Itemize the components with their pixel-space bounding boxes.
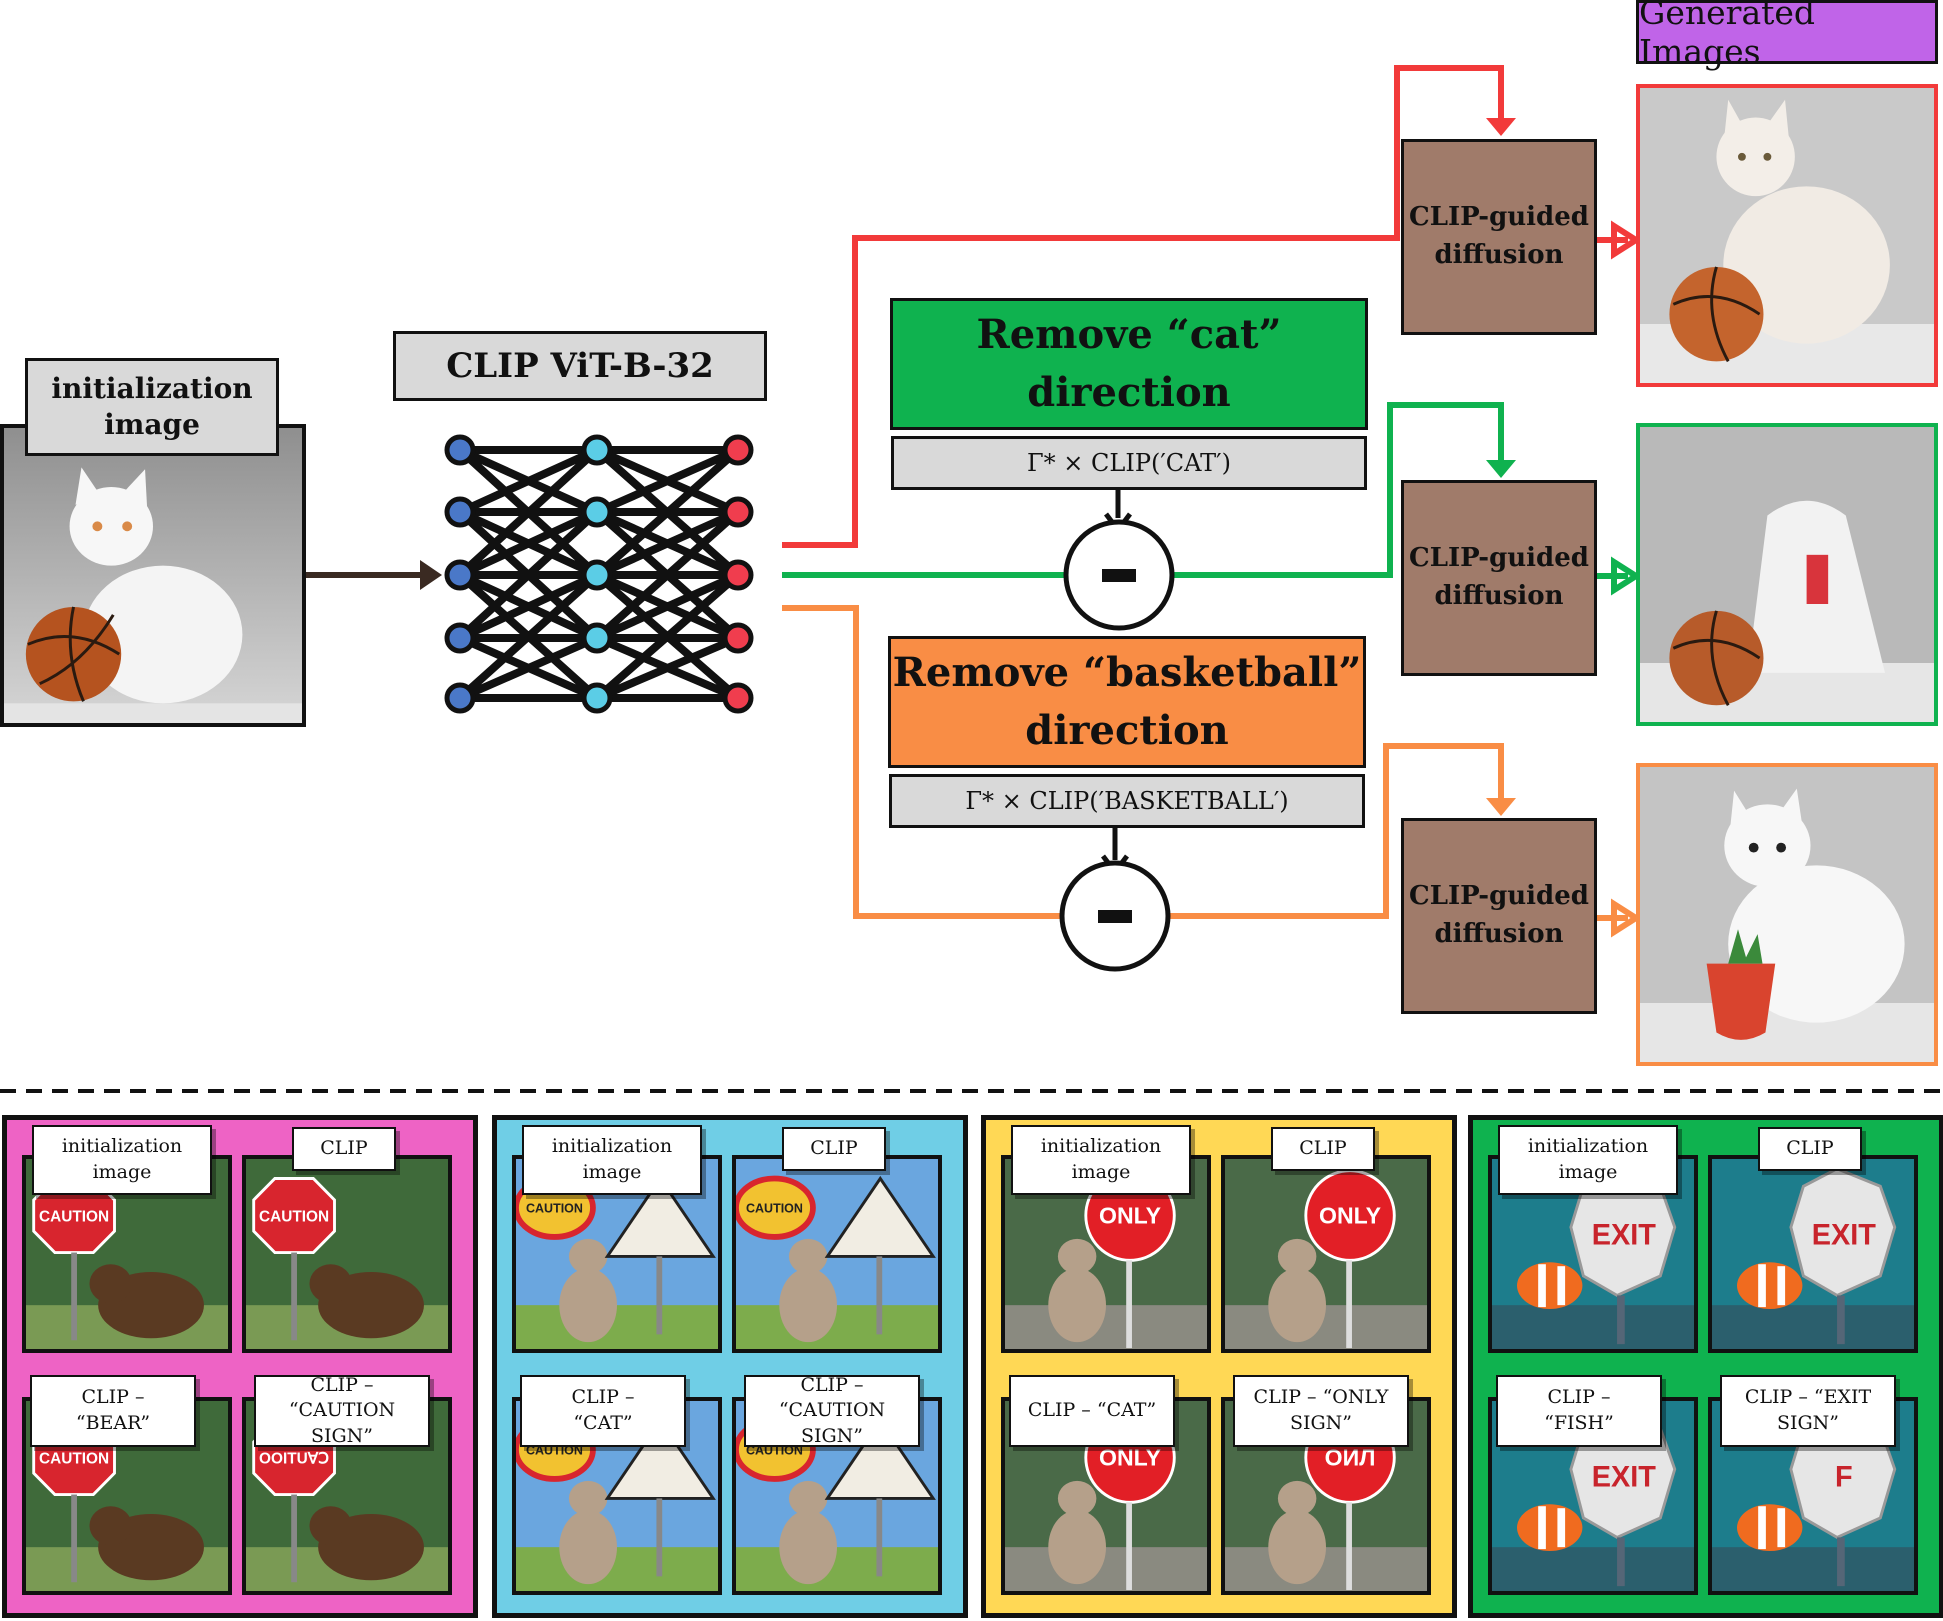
neural-network-icon (444, 434, 754, 714)
label-line: “FISH” (1544, 1412, 1614, 1434)
generated-images-header: Generated Images (1636, 0, 1938, 71)
label-line: CLIP (320, 1137, 368, 1160)
sign-text: ONLY (1319, 1202, 1381, 1228)
label-line: “BEAR” (75, 1412, 151, 1434)
sign-text: CAUTION (39, 1208, 109, 1225)
sign-text: EXIT (1592, 1462, 1656, 1494)
sign-text: F (1835, 1462, 1853, 1494)
label-line: CLIP – (1547, 1386, 1611, 1409)
diffusion-box-minus-cat: CLIP-guided diffusion (1401, 480, 1597, 676)
label-clip: CLIP (292, 1127, 396, 1171)
label-clip-minus-sign: CLIP – “ONLY SIGN” (1233, 1375, 1409, 1447)
label-clip: CLIP (1758, 1127, 1862, 1171)
input-image (0, 424, 306, 727)
generated-image-original (1636, 84, 1938, 387)
label-line: image (1071, 1161, 1131, 1183)
label-line: CLIP – “CAUTION (288, 1373, 396, 1422)
label-clip: CLIP (782, 1127, 886, 1171)
input-label: initialization image (25, 358, 279, 456)
label-initialization: initialization image (32, 1125, 212, 1195)
label-line: initialization (551, 1135, 673, 1158)
sign-text: ONLY (1099, 1444, 1161, 1470)
label-line: image (1558, 1161, 1618, 1183)
sign-text: CAUTION (746, 1444, 803, 1458)
label-line: image (92, 1161, 152, 1183)
label-line: CLIP – (571, 1386, 635, 1409)
label-line: SIGN” (310, 1424, 374, 1447)
sign-text: ONLY (1099, 1202, 1161, 1228)
label-clip-minus-object: CLIP – “CAT” (520, 1375, 686, 1447)
model-label: CLIP ViT-B-32 (393, 331, 767, 401)
sign-text: CAUTION (746, 1202, 803, 1216)
basketball-formula-box: Γ* × CLIP(′BASKETBALL′) (889, 774, 1365, 828)
label-clip-minus-object: CLIP – “BEAR” (30, 1375, 196, 1447)
label-clip: CLIP (1271, 1127, 1375, 1171)
label-clip-minus-object: CLIP – “CAT” (1009, 1375, 1175, 1447)
label-line: CLIP (1786, 1137, 1834, 1160)
label-line: CLIP (810, 1137, 858, 1160)
section-divider (0, 1089, 1943, 1093)
label-line: “CAT” (573, 1412, 633, 1434)
label-initialization: initialization image (522, 1125, 702, 1195)
sign-text: CAUTION (526, 1202, 583, 1216)
sign-text: OOITU∀Ↄ (259, 1450, 329, 1467)
label-line: CLIP (1299, 1137, 1347, 1160)
orange-path (782, 605, 1062, 919)
sign-text: EXIT (1812, 1220, 1876, 1252)
sign-text: CAUTION (39, 1450, 109, 1467)
label-line: CLIP – (81, 1386, 145, 1409)
label-line: SIGN” (1289, 1412, 1353, 1434)
sign-text: EXIT (1592, 1220, 1656, 1252)
label-line: CLIP – “EXIT SIGN” (1744, 1386, 1872, 1434)
label-line: CLIP – “CAT” (1027, 1399, 1157, 1422)
tile-clip: CAUTION (242, 1155, 452, 1353)
label-line: initialization (61, 1135, 183, 1158)
label-line: CLIP – “CAUTION (778, 1373, 886, 1422)
generated-image-minus-basketball (1636, 763, 1938, 1066)
label-line: initialization (1040, 1135, 1162, 1158)
tile-clip: CAUTION (732, 1155, 942, 1353)
label-line: initialization (1527, 1135, 1649, 1158)
remove-cat-direction-box: Remove “cat” direction (890, 298, 1368, 430)
red-path (782, 65, 1504, 548)
diffusion-box-original: CLIP-guided diffusion (1401, 139, 1597, 335)
connector-layer (306, 65, 1642, 972)
generated-image-minus-cat (1636, 423, 1938, 726)
sign-text: CAUTION (526, 1444, 583, 1458)
sign-text: ОИЛ (1325, 1444, 1376, 1470)
label-line: SIGN” (800, 1424, 864, 1447)
label-line: image (582, 1161, 642, 1183)
cat-formula-box: Γ* × CLIP(′CAT′) (891, 436, 1367, 490)
label-clip-minus-object: CLIP – “FISH” (1496, 1375, 1662, 1447)
label-initialization: initialization image (1011, 1125, 1191, 1195)
diffusion-box-minus-basketball: CLIP-guided diffusion (1401, 818, 1597, 1014)
sign-text: CAUTION (259, 1208, 329, 1225)
tile-clip: ONLY (1221, 1155, 1431, 1353)
tile-clip: EXIT (1708, 1155, 1918, 1353)
label-line: CLIP – “ONLY (1253, 1386, 1389, 1409)
label-clip-minus-sign: CLIP – “EXIT SIGN” (1720, 1375, 1896, 1447)
remove-basketball-direction-box: Remove “basketball” direction (888, 636, 1366, 768)
label-initialization: initialization image (1498, 1125, 1678, 1195)
